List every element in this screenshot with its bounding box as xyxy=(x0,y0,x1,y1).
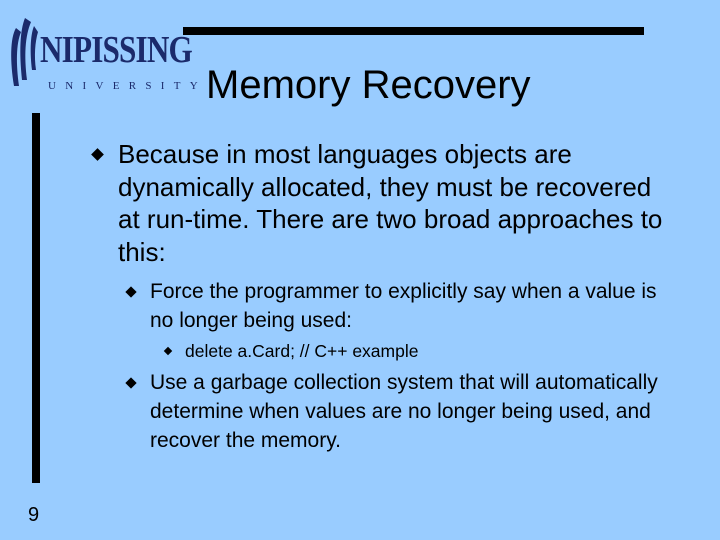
slide-title: Memory Recovery xyxy=(206,63,531,107)
page-number: 9 xyxy=(28,504,40,526)
logo-emblem xyxy=(11,18,38,86)
logo-title: NIPISSING xyxy=(40,29,193,71)
top-rule xyxy=(183,27,644,35)
logo-subtitle: UNIVERSITY xyxy=(48,80,207,92)
bullet-diamond-icon xyxy=(91,148,104,161)
left-rule xyxy=(32,113,40,483)
bullet-diamond-icon xyxy=(125,377,137,389)
main-bullet-text: Because in most languages objects are dy… xyxy=(118,139,663,267)
example-bullet-text: delete a.Card; // C++ example xyxy=(185,341,419,361)
bullet-diamond-icon xyxy=(125,286,137,298)
sub-bullet-text: Use a garbage collection system that wil… xyxy=(150,371,658,452)
university-logo: NIPISSING UNIVERSITY xyxy=(6,10,198,92)
sub-bullet-text: Force the programmer to explicitly say w… xyxy=(150,280,657,332)
bullet-diamond-icon xyxy=(163,346,173,356)
